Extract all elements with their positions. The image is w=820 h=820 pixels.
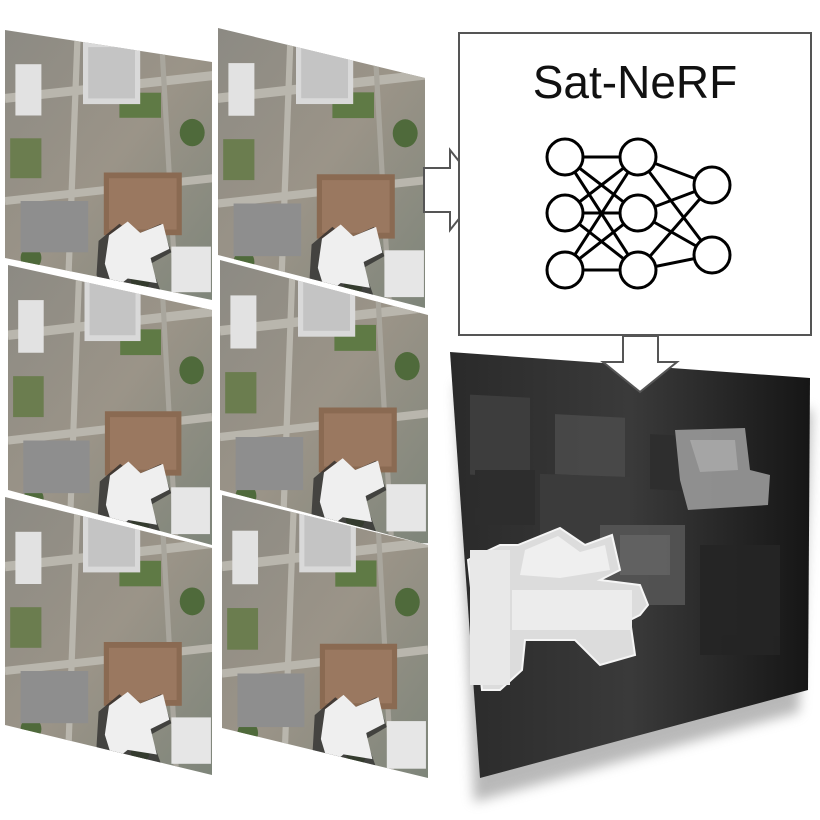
- input-image-column-left: [5, 30, 213, 775]
- satellite-image-tile: [8, 265, 212, 546]
- network-node: [618, 137, 658, 177]
- network-node: [692, 235, 732, 275]
- network-node: [618, 193, 658, 233]
- satellite-image-tile: [218, 28, 426, 309]
- network-node: [618, 250, 658, 290]
- network-node: [692, 165, 732, 205]
- input-image-column-right: [218, 28, 428, 781]
- output-3d-render: [450, 352, 812, 802]
- network-node: [545, 250, 585, 290]
- satellite-image-tile: [222, 495, 428, 781]
- satellite-image-tile: [220, 260, 428, 543]
- satellite-image-tile: [5, 497, 213, 775]
- model-title: Sat-NeRF: [533, 56, 737, 108]
- network-node: [545, 137, 585, 177]
- network-node: [545, 193, 585, 233]
- arrow-down-icon: [600, 335, 680, 394]
- neural-network-icon: [545, 137, 732, 290]
- satellite-image-tile: [5, 30, 213, 304]
